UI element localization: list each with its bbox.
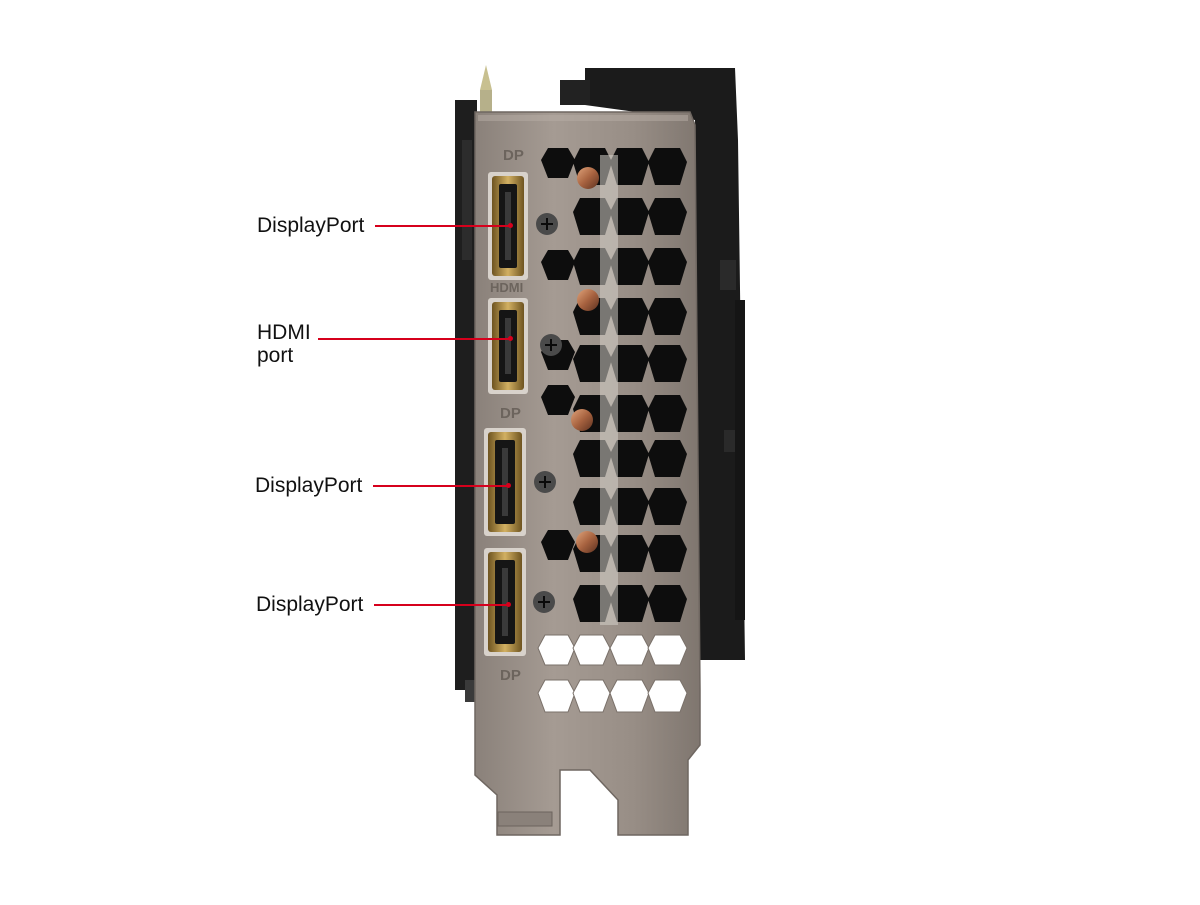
callout-line [374, 604, 508, 606]
callout-line [318, 338, 510, 340]
marking-hdmi: HDMI [490, 280, 523, 295]
port-hdmi [488, 298, 528, 394]
marking-dp-bottom: DP [500, 667, 521, 684]
marking-dp-middle: DP [500, 405, 521, 422]
callout-label-line1: HDMI [257, 321, 311, 344]
vent-grid [541, 148, 687, 622]
cooler-shroud [560, 68, 745, 660]
heatpipes [571, 155, 618, 625]
callout-label: DisplayPort [255, 474, 363, 497]
lower-vents [537, 634, 688, 713]
pcb-edge [455, 65, 492, 702]
callout-dot [508, 223, 513, 228]
callout-line [375, 225, 510, 227]
marking-dp-top: DP [503, 147, 524, 164]
port-dp-middle [484, 428, 526, 536]
port-dp-bottom [484, 548, 526, 656]
bracket-stamp [497, 811, 553, 827]
callout-label: DisplayPort [256, 593, 364, 616]
bracket-screws [533, 213, 562, 613]
callout-line [373, 485, 508, 487]
callout-label-line2: port [257, 344, 294, 367]
io-bracket: DP HDMI DP DP [474, 111, 701, 836]
callout-label: DisplayPort [257, 214, 365, 237]
bracket-markings: DP HDMI DP DP [490, 147, 524, 684]
callout-dot [506, 483, 511, 488]
callout-dot [506, 602, 511, 607]
callout-dot [508, 336, 513, 341]
